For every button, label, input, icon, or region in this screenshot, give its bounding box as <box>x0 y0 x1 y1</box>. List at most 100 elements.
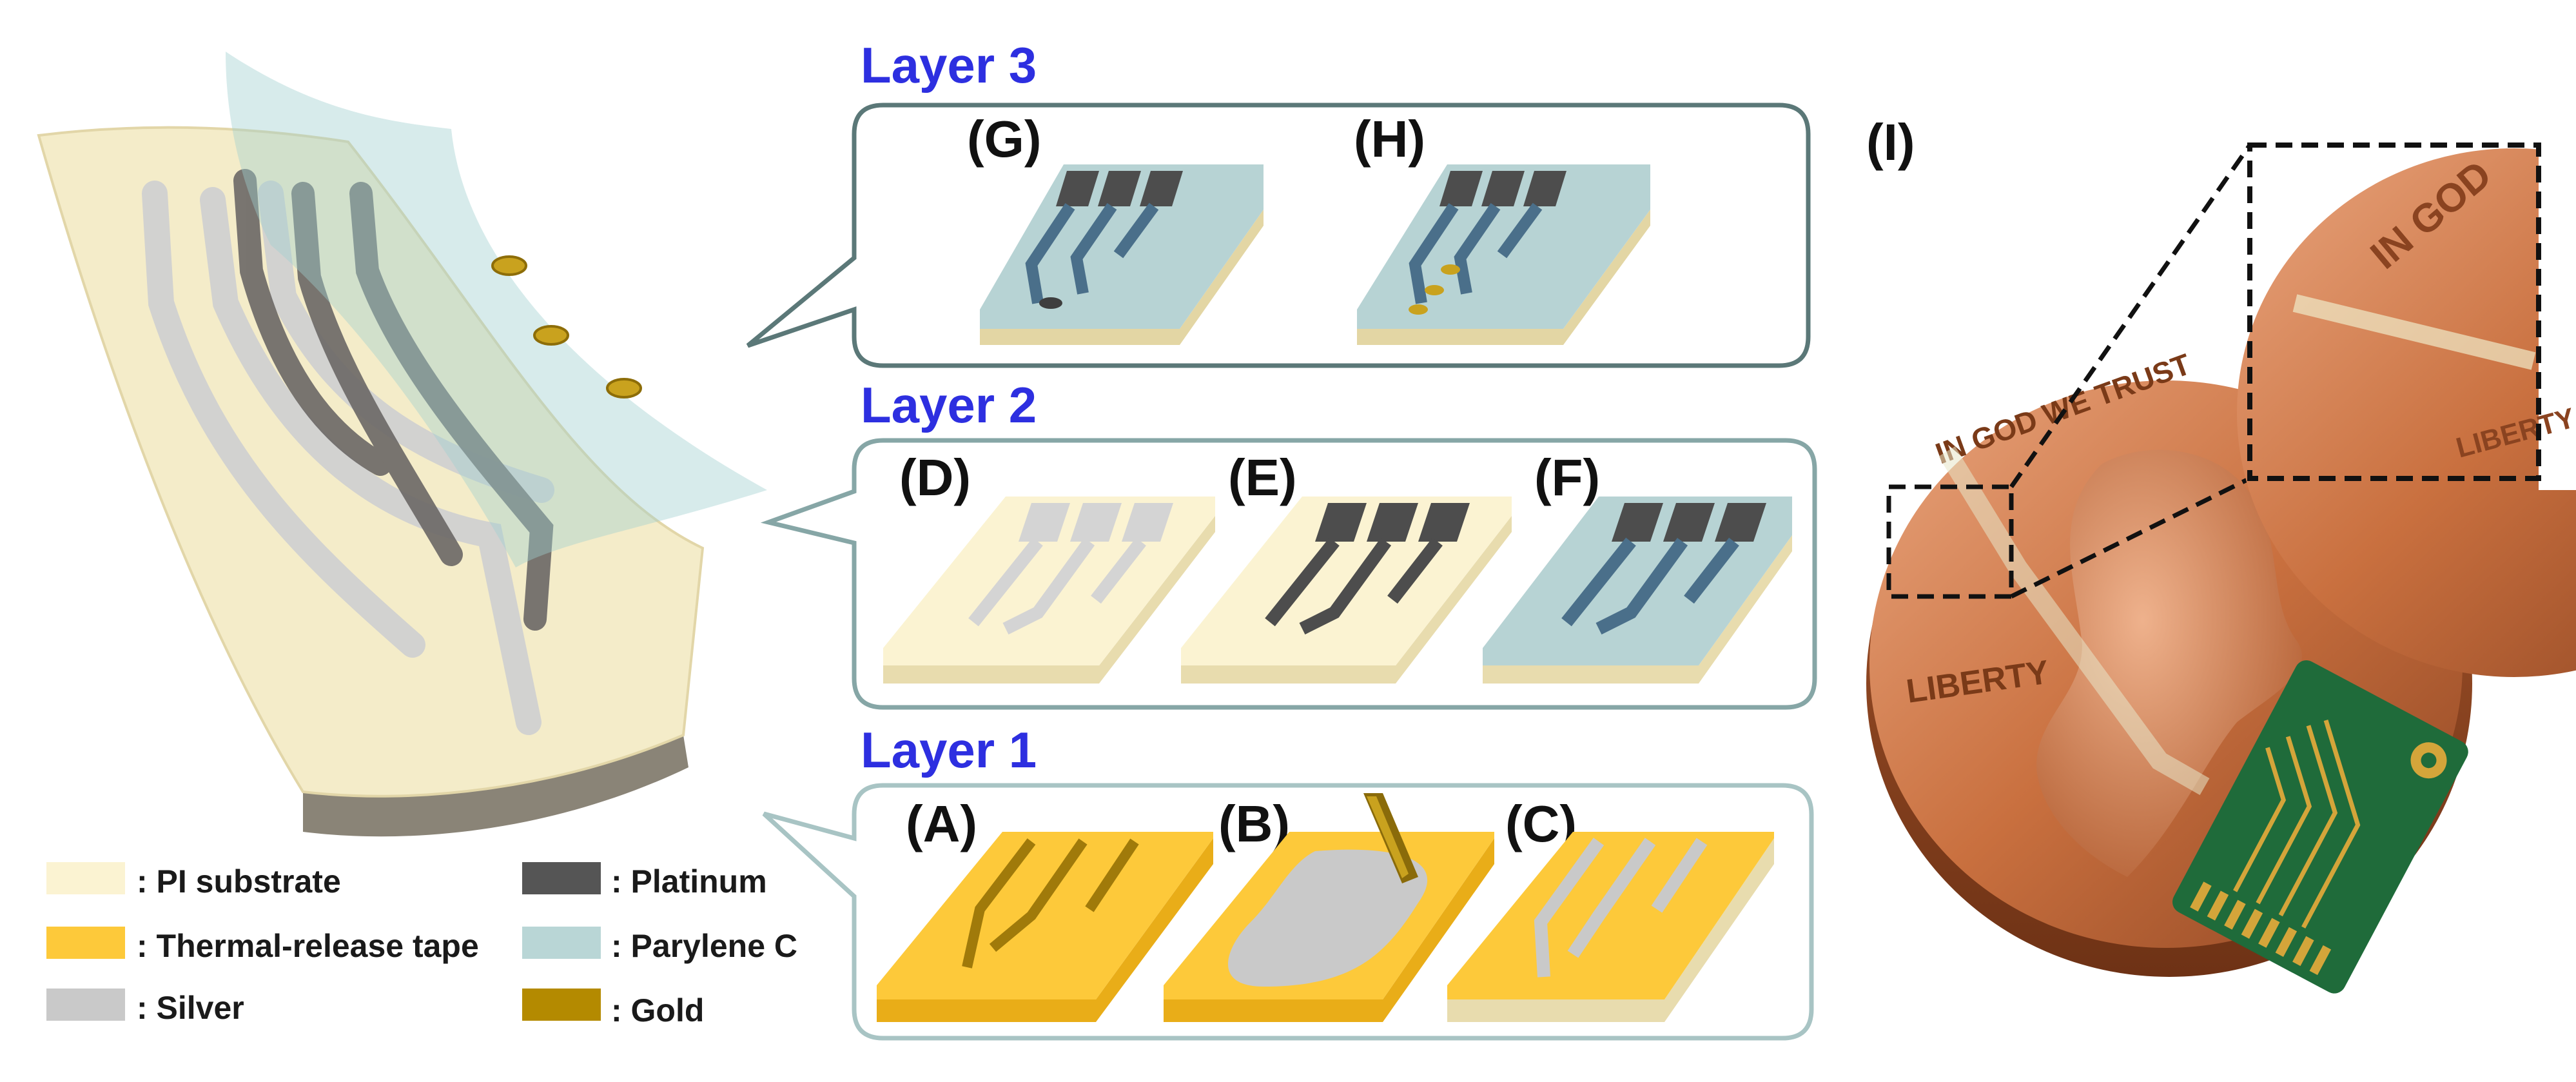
panel-c-substrate-top <box>1447 832 1774 999</box>
panel-g-pad-3 <box>1140 171 1183 206</box>
layer3-title: Layer 3 <box>861 37 1037 93</box>
panel-f-trace <box>1561 537 1739 634</box>
gold-pad-3 <box>606 378 642 398</box>
panel-g-pad-1 <box>1056 171 1099 206</box>
panel-g-electrode <box>1039 297 1062 309</box>
zoom-inset-device-strip <box>2292 294 2536 370</box>
pcb-board <box>2172 660 2468 994</box>
panel-h-pad-3 <box>1523 171 1566 206</box>
panel-e: (E) <box>1181 449 1512 684</box>
photo-panel: (I) LIBERTY IN GOD WE TRUST <box>1866 97 2576 994</box>
legend-swatch-silver <box>46 989 125 1021</box>
gold-pads <box>491 255 642 398</box>
panel-e-pad-1 <box>1315 503 1367 542</box>
panel-d-label: (D) <box>899 449 971 506</box>
panel-c-substrate-side <box>1447 838 1774 1022</box>
legend-label-pi-substrate: : PI substrate <box>137 863 341 900</box>
panel-d-pad-3 <box>1122 503 1173 542</box>
panel-h-pad-1 <box>1439 171 1483 206</box>
panel-g-pad-2 <box>1098 171 1141 206</box>
pcb-mount-hole-inner <box>2421 752 2437 769</box>
panel-h-trace <box>1409 202 1543 304</box>
legend-label-thermal-tape: : Thermal-release tape <box>137 928 479 964</box>
platinum-trace-2 <box>291 182 463 566</box>
panel-a: (A) <box>877 795 1213 1022</box>
legend-label-silver: : Silver <box>137 990 244 1026</box>
panel-f-pad-2 <box>1663 503 1715 542</box>
panel-b-label: (B) <box>1218 795 1290 852</box>
zoom-inset-mask-top <box>2243 97 2553 145</box>
panel-h-gold-2 <box>1425 285 1444 295</box>
panel-b: (B) <box>1164 793 1494 1022</box>
panel-b-substrate-side <box>1164 838 1494 1022</box>
panel-e-substrate-side <box>1181 516 1512 684</box>
panel-h-pad-2 <box>1481 171 1525 206</box>
legend-label-gold: : Gold <box>611 992 704 1028</box>
legend-label-platinum: : Platinum <box>611 863 767 900</box>
platinum-trace-1 <box>233 169 392 476</box>
legend-swatch-gold <box>522 989 601 1021</box>
exploded-device-view <box>37 52 767 837</box>
zoom-line-top <box>2009 143 2252 489</box>
layer1-title: Layer 1 <box>861 722 1037 778</box>
panel-g: (G) <box>967 110 1264 345</box>
lincoln-portrait <box>2036 449 2302 877</box>
layer3-callout-bubble <box>746 103 1811 368</box>
legend-swatch-platinum <box>522 862 601 894</box>
panel-f-substrate-side <box>1483 535 1792 684</box>
panel-h-gold-1 <box>1441 264 1460 275</box>
panel-f-pad-1 <box>1612 503 1663 542</box>
panel-d-pad-1 <box>1019 503 1070 542</box>
panel-a-substrate-top <box>877 832 1213 999</box>
zoom-inset-box <box>2247 143 2541 481</box>
panel-a-groove <box>962 838 1139 969</box>
panel-h-substrate-side <box>1357 210 1650 345</box>
panel-g-substrate-side <box>980 210 1264 345</box>
panel-c: (C) <box>1447 795 1774 1022</box>
zoom-inset-mask-right <box>2539 129 2576 490</box>
panel-e-pad-2 <box>1367 503 1418 542</box>
legend-label-parylene: : Parylene C <box>611 928 797 964</box>
silver-trace-2 <box>200 187 542 735</box>
legend-swatch-thermal-tape <box>46 927 125 959</box>
panel-a-label: (A) <box>906 795 977 852</box>
legend-swatch-pi-substrate <box>46 862 125 894</box>
panel-e-label: (E) <box>1228 449 1297 506</box>
pcb-body <box>2172 660 2468 994</box>
platinum-traces <box>233 169 554 631</box>
panel-d: (D) <box>883 449 1215 684</box>
pcb-pins <box>2190 881 2332 976</box>
panel-h-label: (H) <box>1354 110 1425 168</box>
layer2-title: Layer 2 <box>861 377 1037 433</box>
gold-pad-1 <box>491 255 527 276</box>
panel-g-label: (G) <box>967 110 1042 168</box>
parylene-sheet <box>226 52 767 567</box>
gold-pad-2 <box>533 325 569 346</box>
panel-f: (F) <box>1483 449 1792 684</box>
device-strip <box>1938 446 2210 796</box>
panel-h: (H) <box>1354 110 1650 345</box>
zoom-line-bottom <box>2010 476 2251 599</box>
pi-substrate-edge <box>303 735 688 837</box>
zoom-source-box <box>1886 484 2014 599</box>
panel-e-trace <box>1265 537 1443 634</box>
legend-swatch-parylene <box>522 927 601 959</box>
panel-g-trace <box>1025 202 1159 304</box>
zoom-inset-penny <box>2237 148 2576 677</box>
photo-panel-label: (I) <box>1866 113 1915 171</box>
panel-f-substrate-top <box>1483 497 1792 665</box>
platinum-trace-3 <box>349 182 554 631</box>
panel-f-pad-3 <box>1715 503 1766 542</box>
panel-b-silver-ink <box>1228 849 1428 987</box>
panel-d-trace <box>968 537 1146 634</box>
panel-c-trace <box>1534 838 1708 978</box>
panel-b-squeegee-face <box>1367 796 1409 878</box>
material-legend: : PI substrate : Thermal-release tape : … <box>46 862 797 1028</box>
panel-a-substrate-side <box>877 838 1213 1022</box>
panel-d-pad-2 <box>1070 503 1122 542</box>
panel-d-substrate-side <box>883 516 1215 684</box>
pcb-traces <box>2233 720 2361 929</box>
panel-e-pad-3 <box>1418 503 1470 542</box>
